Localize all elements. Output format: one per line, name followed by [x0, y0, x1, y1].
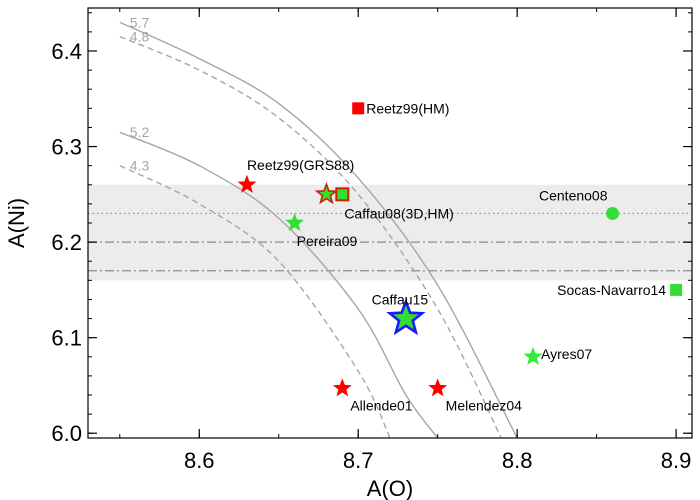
- y-axis-label: A(Ni): [4, 198, 29, 248]
- x-tick-label: 8.6: [184, 448, 215, 473]
- point-reetz99-hm: [352, 102, 365, 115]
- reference-band: [88, 184, 692, 281]
- curve-label: 5.7: [130, 14, 150, 30]
- curve-label: 5.2: [130, 124, 150, 140]
- curve-label: 4.8: [130, 29, 150, 45]
- point-reetz99-grs88: [237, 174, 257, 193]
- curve-label: 4.3: [130, 158, 150, 174]
- point-label-socas-navarro14: Socas-Navarro14: [557, 282, 666, 298]
- x-tick-label: 8.9: [661, 448, 692, 473]
- point-centeno08: [606, 206, 620, 220]
- iso-curve-5.2: [119, 131, 439, 438]
- point-label-melendez04: Melendez04: [446, 397, 522, 413]
- iso-curve-4.3: [119, 165, 391, 438]
- y-tick-label: 6.4: [51, 39, 82, 64]
- point-label-reetz99-grs88: Reetz99(GRS88): [247, 157, 354, 173]
- y-tick-label: 6.0: [51, 421, 82, 446]
- point-caffau08-3d-hm: [335, 187, 350, 202]
- y-tick-label: 6.1: [51, 326, 82, 351]
- point-label-caffau08-3d-hm: Caffau08(3D,HM): [344, 205, 453, 221]
- point-allende01: [332, 378, 352, 397]
- data-points: [237, 102, 683, 397]
- y-tick-label: 6.3: [51, 135, 82, 160]
- point-label-reetz99-hm: Reetz99(HM): [366, 100, 449, 116]
- point-label-centeno08: Centeno08: [539, 187, 608, 203]
- y-tick-label: 6.2: [51, 230, 82, 255]
- point-caffau15: [386, 297, 426, 336]
- point-ayres07: [523, 346, 543, 365]
- point-unlabeled: [314, 182, 339, 205]
- x-axis-label: A(O): [367, 476, 413, 500]
- iso-curve-4.8: [119, 36, 502, 438]
- x-tick-label: 8.8: [502, 448, 533, 473]
- point-label-caffau15: Caffau15: [372, 292, 429, 308]
- point-socas-navarro14: [670, 283, 683, 296]
- point-label-ayres07: Ayres07: [541, 346, 592, 362]
- point-label-pereira09: Pereira09: [297, 233, 358, 249]
- point-label-allende01: Allende01: [350, 397, 412, 413]
- point-melendez04: [428, 378, 448, 397]
- iso-curve-5.7: [119, 21, 518, 438]
- axis-ticks: 8.6 8.7 8.8 8.9 6.0 6.1 6.2 6.3 6.4: [51, 8, 692, 473]
- point-pereira09: [285, 213, 305, 232]
- x-tick-label: 8.7: [343, 448, 374, 473]
